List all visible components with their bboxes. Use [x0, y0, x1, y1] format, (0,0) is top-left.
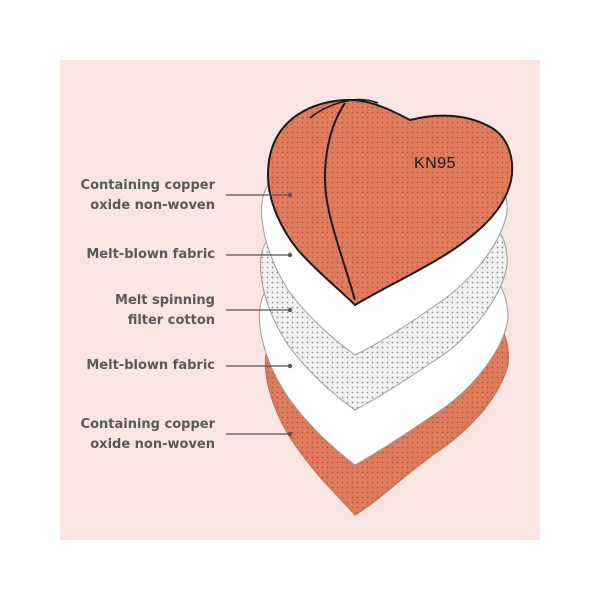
leader-dot-1	[287, 192, 293, 198]
layer-label-1-line-1: Containing copper	[80, 178, 215, 193]
layer-label-3: Melt spinning filter cotton	[55, 291, 215, 331]
layer-label-5-line-2: oxide non-woven	[90, 437, 215, 452]
layer-label-5-line-1: Containing copper	[80, 417, 215, 432]
mask-center-seam	[324, 102, 356, 301]
layer-label-5: Containing copper oxide non-woven	[55, 415, 215, 455]
leader-dot-2	[287, 252, 293, 258]
leader-dot-3	[287, 307, 293, 313]
leader-dot-4	[287, 363, 293, 369]
mask-nose-wire	[309, 98, 379, 119]
layer-label-4-line-1: Melt-blown fabric	[86, 358, 215, 373]
layer-label-2: Melt-blown fabric	[55, 245, 215, 265]
layer-label-3-line-2: filter cotton	[127, 313, 215, 328]
kn95-marking: KN95	[414, 155, 457, 172]
layer-copper-front	[266, 98, 514, 307]
layer-label-4: Melt-blown fabric	[55, 356, 215, 376]
layer-label-2-line-1: Melt-blown fabric	[86, 247, 215, 262]
layer-label-1-line-2: oxide non-woven	[90, 198, 215, 213]
leader-dot-5	[287, 431, 293, 437]
layer-label-3-line-1: Melt spinning	[115, 293, 215, 308]
layer-label-1: Containing copper oxide non-woven	[55, 176, 215, 216]
